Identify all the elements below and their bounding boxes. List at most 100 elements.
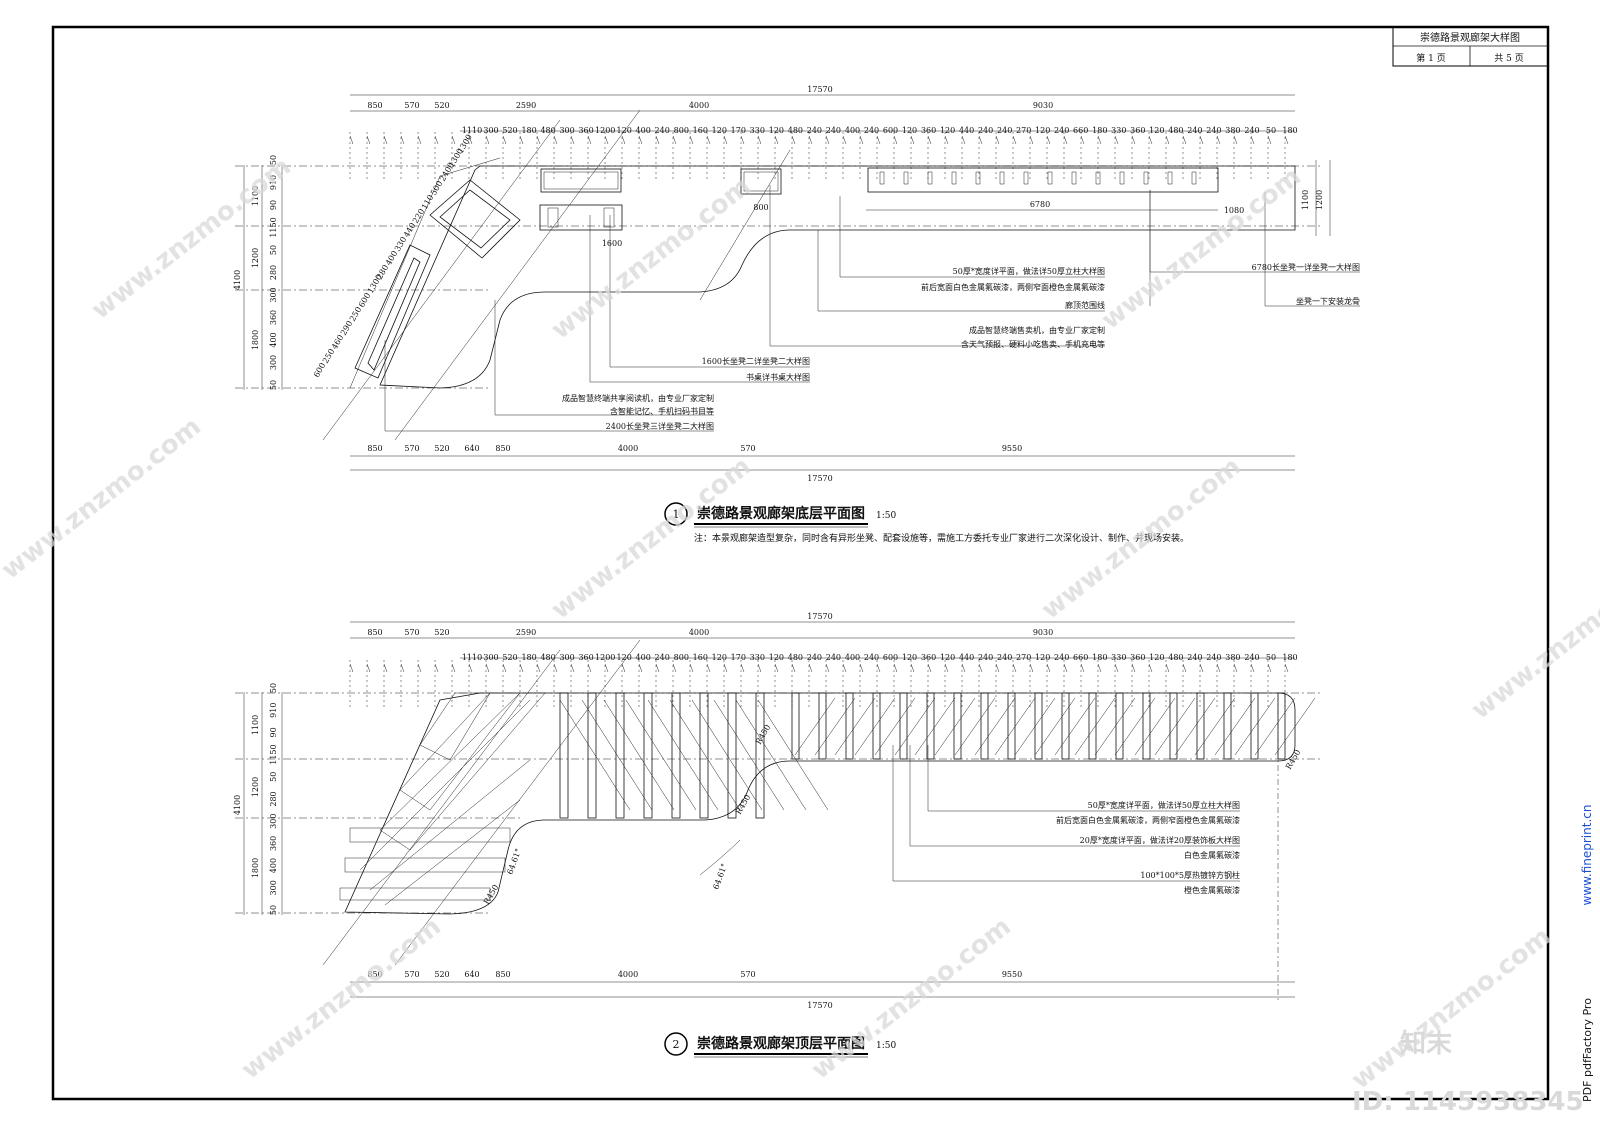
page-total: 共 5 页 (1494, 53, 1523, 64)
dim-tick (995, 663, 1000, 673)
callout-roof-line: 廊顶范围线 (1065, 300, 1105, 310)
detail-dim: 120 (769, 653, 784, 662)
plan1-left-total: 4100 (233, 270, 242, 290)
dim-tick (417, 663, 422, 673)
roof-beam (727, 692, 737, 819)
roof-beam (845, 692, 854, 760)
right-1200: 1200 (1315, 190, 1324, 210)
title-block: 崇德路景观廊架大样图 第 1 页 共 5 页 (1392, 26, 1549, 67)
detail-dim: 120 (1035, 653, 1050, 662)
callout-reader-features: 含智能记忆、手机扫码书目等 (610, 406, 714, 416)
dim-tick (570, 663, 575, 673)
plan2-left-3: 1800 (251, 858, 260, 878)
detail-dim: 120 (769, 126, 784, 135)
dim-tick (910, 135, 915, 145)
detail-dim: 1200 (595, 653, 615, 662)
roof-beam (1223, 692, 1232, 760)
plan1-outline: 6780 1600 800 1080 1100 1200 60025046029… (312, 109, 1331, 441)
dim-tick (638, 663, 643, 673)
roof-slat (794, 697, 836, 756)
detail-dim: 50 (1266, 126, 1276, 135)
bottom-dim: 4000 (618, 444, 638, 453)
side-url[interactable]: www.fineprint.cn (1580, 805, 1594, 906)
detail-dim: 270 (1016, 126, 1031, 135)
plan1-leaders (384, 185, 1360, 432)
roof-beam (1169, 692, 1178, 760)
detail-dim: 360 (1130, 653, 1145, 662)
dim-tick (1131, 663, 1136, 673)
dim-tick (434, 663, 439, 673)
bottom-dim: 850 (367, 444, 382, 453)
left-detail-dim: 50 (269, 380, 278, 390)
plan2-seg-3: 520 (434, 628, 449, 637)
roof-beam (926, 692, 935, 760)
detail-dim: 120 (712, 126, 727, 135)
plan1-left-3: 1800 (251, 330, 260, 350)
bottom-dim: 640 (464, 444, 479, 453)
plan1-bottom-total: 17570 (807, 474, 832, 483)
detail-dim: 300 (483, 126, 498, 135)
plan2-bottom-total: 17570 (807, 1001, 832, 1010)
roof-slat (1094, 697, 1136, 756)
plan2-seg-5: 4000 (689, 628, 709, 637)
roof-slat (854, 697, 896, 756)
detail-dim: 240 (1244, 126, 1259, 135)
side-product: PDF pdfFactory Pro (1581, 998, 1594, 1102)
detail-dim: 330 (750, 126, 765, 135)
angle-label-2: 64.61° (711, 862, 729, 890)
detail-dim: 270 (1016, 653, 1031, 662)
roof-beam (587, 692, 597, 819)
roof-beam (559, 692, 569, 819)
dim-tick (791, 135, 796, 145)
desk-length: 1600 (602, 239, 622, 248)
dim-tick (706, 663, 711, 673)
bench-slot (951, 171, 957, 185)
brand-logo: 知末 ID: 1145938345 (1352, 1029, 1584, 1117)
roof-beam (1061, 692, 1070, 760)
plan2-leaders (892, 745, 1240, 882)
roof-slat (1134, 697, 1176, 756)
dim-tick (468, 135, 473, 145)
dim-tick (655, 135, 660, 145)
dim-tick (961, 663, 966, 673)
plan1-seg-4: 2590 (516, 101, 536, 110)
plan2-number: 2 (673, 1038, 680, 1051)
detail-dim: 520 (502, 653, 517, 662)
roof-slat (1054, 697, 1096, 756)
detail-dim: 400 (845, 126, 860, 135)
detail-dim: 400 (636, 653, 651, 662)
roof-slat (994, 697, 1036, 756)
left-detail-dim: 300 (269, 355, 278, 370)
roof-beam (1250, 692, 1259, 760)
side-strip: www.fineprint.cn PDF pdfFactory Pro (1580, 805, 1594, 1102)
plan1-callouts: 50厚*宽度详平面，做法详50厚立柱大样图 前后宽面白色金属氟碳漆，两侧窄面橙色… (562, 262, 1360, 431)
left-detail-dim: 300 (269, 880, 278, 895)
callout-roof-column-paint: 前后宽面白色金属氟碳漆，两侧窄面橙色金属氟碳漆 (1056, 815, 1240, 825)
watermark-9: www.znzmo.com (1346, 922, 1557, 1096)
id-text: ID: 1145938345 (1352, 1087, 1584, 1117)
left-detail-dim: 90 (269, 200, 278, 210)
detail-dim: 800 (674, 653, 689, 662)
plan1-bench-slots (879, 171, 1197, 185)
roof-slat (669, 699, 741, 811)
bench-end: 1080 (1224, 206, 1244, 215)
dim-tick (587, 135, 592, 145)
dim-tick (740, 135, 745, 145)
plan1-title: 1 崇德路景观廊架底层平面图 1:50 注：本景观廊架造型复杂，同时含有异形坐凳… (664, 502, 1189, 544)
dim-tick (1046, 135, 1051, 145)
dim-tick (536, 663, 541, 673)
callout-steel-paint: 橙色金属氟碳漆 (1184, 885, 1240, 895)
watermark-7: www.znzmo.com (236, 912, 447, 1086)
dim-tick (400, 663, 405, 673)
detail-dim: 360 (1130, 126, 1145, 135)
roof-beam (1142, 692, 1151, 760)
dim-tick (689, 663, 694, 673)
detail-dim: 1110 (462, 653, 482, 662)
dim-tick (1080, 663, 1085, 673)
detail-dim: 120 (1035, 126, 1050, 135)
page-number: 第 1 页 (1416, 52, 1445, 64)
